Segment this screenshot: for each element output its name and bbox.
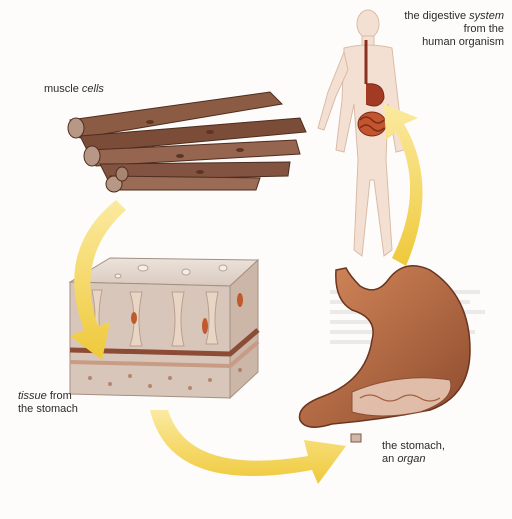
label-organ-line1: the stomach, xyxy=(382,440,445,452)
label-tissue: tissue from the stomach xyxy=(18,390,78,416)
label-tissue-line2: the stomach xyxy=(18,403,78,415)
label-organ-line2-em: organ xyxy=(397,453,425,465)
label-organ-line2-pre: an xyxy=(382,453,394,465)
label-muscle-cells: muscle cells xyxy=(44,83,104,96)
label-tissue-text: from xyxy=(50,390,72,402)
label-system-line1-em: system xyxy=(469,10,504,22)
muscle-cells xyxy=(68,92,306,192)
label-system-line2: from the xyxy=(464,23,504,35)
tissue-sample xyxy=(351,434,361,442)
label-organ: the stomach, an organ xyxy=(382,440,445,466)
label-cells-text: muscle xyxy=(44,83,79,95)
label-tissue-em: tissue xyxy=(18,390,47,402)
label-system-line3: human organism xyxy=(422,36,504,48)
label-cells-em: cells xyxy=(82,83,104,95)
label-system-line1: the digestive xyxy=(404,10,466,22)
label-digestive-system: the digestive system from the human orga… xyxy=(382,10,504,49)
stomach-organ xyxy=(300,266,471,442)
